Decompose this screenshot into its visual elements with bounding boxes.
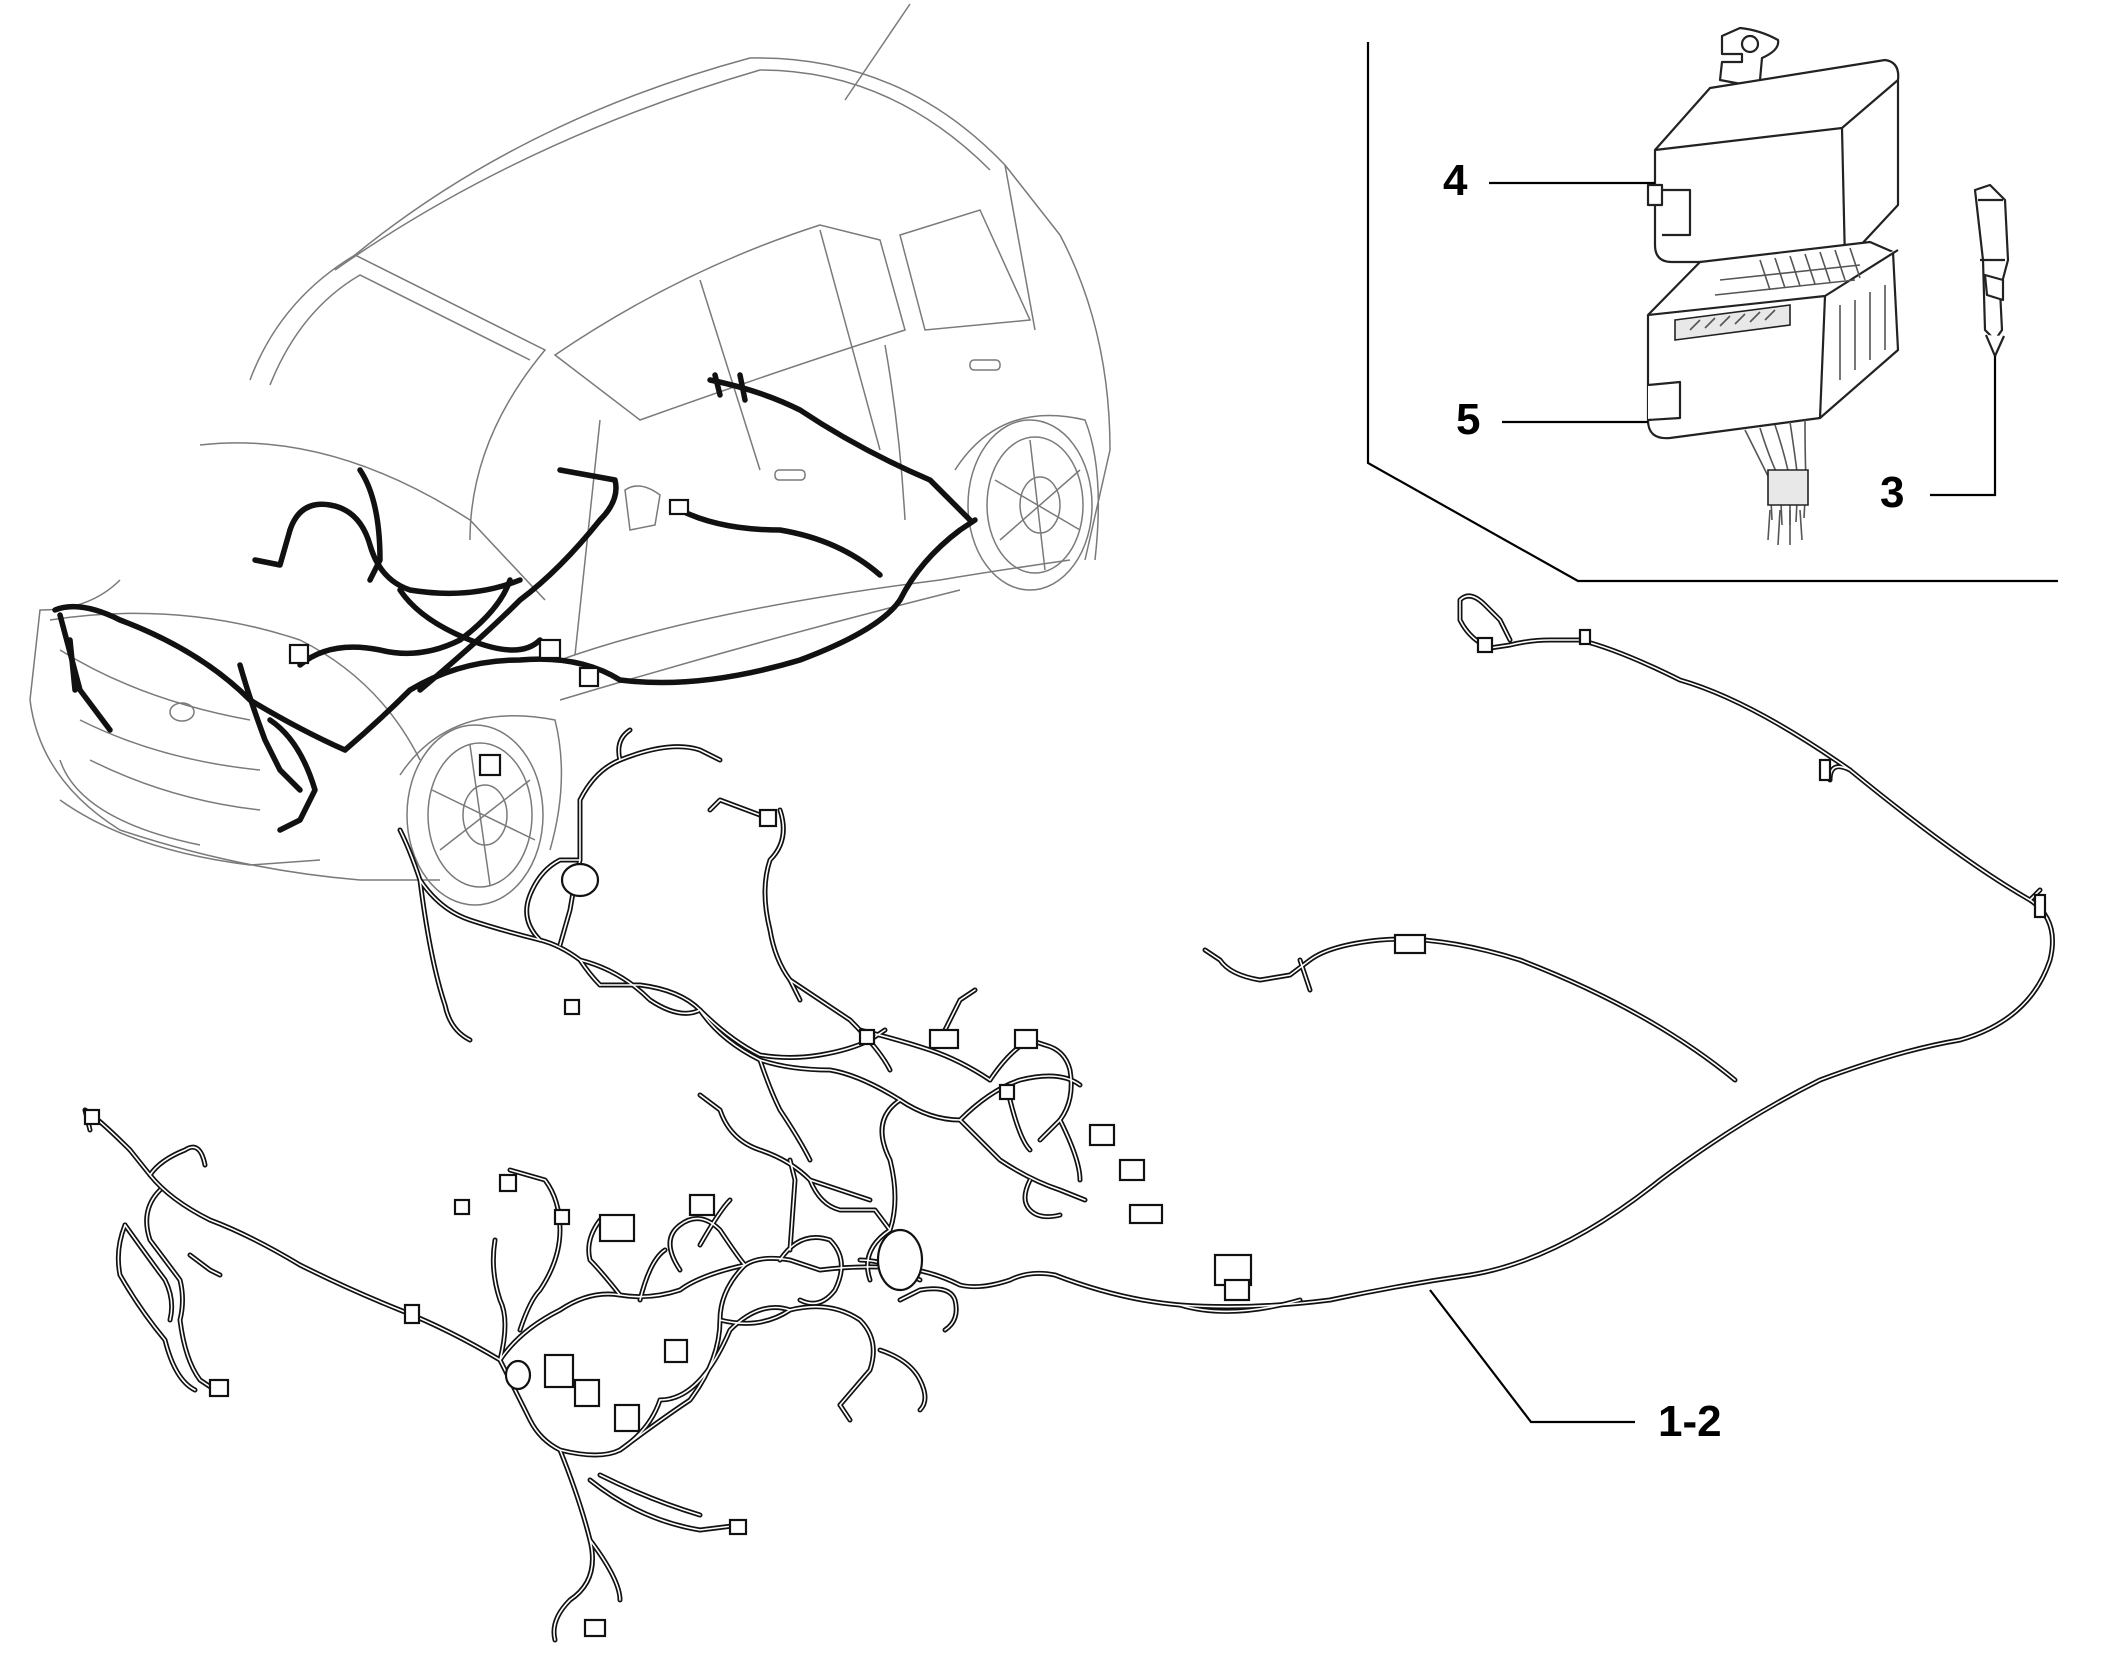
- harness-wire-inner: [789, 1159, 796, 1251]
- harness-wire-inner: [744, 1257, 1056, 1288]
- harness-wire-inner: [899, 1099, 1086, 1201]
- harness-wire-inner: [1009, 1099, 1031, 1151]
- harness-wire-inner: [419, 879, 471, 1041]
- harness-wire: [127, 1147, 503, 1363]
- harness-wire-inner: [399, 829, 421, 881]
- harness-wire-inner: [589, 1479, 741, 1531]
- retaining-clip-part: [1973, 183, 2010, 358]
- fuse-box-cover-part: [1646, 26, 1900, 264]
- harness-wire-inner: [1039, 1044, 1073, 1141]
- harness-wire: [877, 1347, 928, 1413]
- harness-wire-inner: [669, 1217, 746, 1271]
- harness-connectors: [83, 628, 2047, 1638]
- harness-wire-inner: [789, 979, 891, 1071]
- harness-wire-inner: [189, 1254, 221, 1276]
- harness-wire-inner: [499, 1264, 746, 1361]
- component-inset: 4 5 3: [1366, 26, 2058, 583]
- harness-wire-inner: [1024, 1179, 1061, 1218]
- harness-wire-inner: [879, 1349, 926, 1411]
- harness-wire-inner: [759, 1059, 811, 1161]
- harness-wire: [1007, 1097, 1033, 1153]
- harness-wire-inner: [699, 1009, 871, 1059]
- harness-wire: [587, 1537, 623, 1603]
- harness-wire-inner: [1204, 938, 1736, 1081]
- wiring-harness-part: [82, 593, 2055, 1643]
- harness-wire-inner: [839, 1404, 851, 1421]
- harness-wire-inner: [579, 745, 721, 801]
- harness-wire-inner: [959, 1075, 1081, 1121]
- harness-wire-inner: [509, 1169, 561, 1331]
- harness-wire-inner: [899, 1287, 958, 1331]
- harness-wire: [1057, 1117, 1083, 1183]
- callout-4: 4: [1443, 156, 1468, 205]
- harness-wire-inner: [699, 1199, 731, 1246]
- harness-wire-inner: [1059, 1119, 1081, 1181]
- harness-wire: [717, 1304, 876, 1408]
- harness-wire-inner: [1299, 959, 1311, 991]
- harness-wire-inner: [617, 729, 631, 761]
- harness-wire-inner: [866, 1099, 901, 1281]
- fuse-box-body-part: [1646, 240, 1900, 546]
- harness-wire-inner: [579, 959, 701, 1015]
- harness-wire-inner: [117, 1224, 196, 1391]
- harness-wire-inner: [589, 1539, 621, 1601]
- callout-1-2: 1-2: [1658, 1397, 1722, 1446]
- harness-wire-inner: [129, 1149, 501, 1361]
- harness-wire-inner: [1179, 1299, 1301, 1313]
- harness-wire-inner: [124, 1224, 173, 1321]
- installed-harness-view: [52, 372, 978, 833]
- harness-wire-inner: [599, 1474, 701, 1516]
- harness-wire-inner: [719, 1305, 875, 1406]
- harness-wire: [667, 1216, 748, 1273]
- harness-wire: [1037, 1042, 1074, 1143]
- harness-wire-inner: [553, 1449, 594, 1641]
- harness-wire-inner: [1054, 639, 2054, 1308]
- harness-wire: [577, 744, 723, 803]
- callout-1-2-leader: [1429, 1289, 1635, 1424]
- callout-5: 5: [1456, 395, 1480, 444]
- harness-wire-inner: [587, 1219, 621, 1296]
- callout-3: 3: [1880, 468, 1904, 517]
- harness-wire: [147, 1144, 208, 1178]
- harness-wire-inner: [639, 1249, 666, 1301]
- harness-wire-inner: [809, 1179, 871, 1201]
- vehicle-outline: [29, 3, 1111, 906]
- harness-wire-inner: [659, 1306, 791, 1401]
- harness-wire-inner: [764, 809, 801, 1001]
- harness-wire-inner: [492, 1239, 506, 1361]
- harness-wire: [597, 982, 903, 1103]
- harness-wire-inner: [145, 1189, 216, 1391]
- harness-wire-inner: [779, 1236, 843, 1305]
- harness-wire: [1202, 936, 1738, 1083]
- harness-wire-inner: [599, 984, 901, 1101]
- harness-wire-inner: [149, 1146, 206, 1176]
- harness-wire-inner: [859, 1029, 991, 1081]
- harness-wire-inner: [709, 799, 761, 816]
- harness-wire: [497, 1262, 748, 1363]
